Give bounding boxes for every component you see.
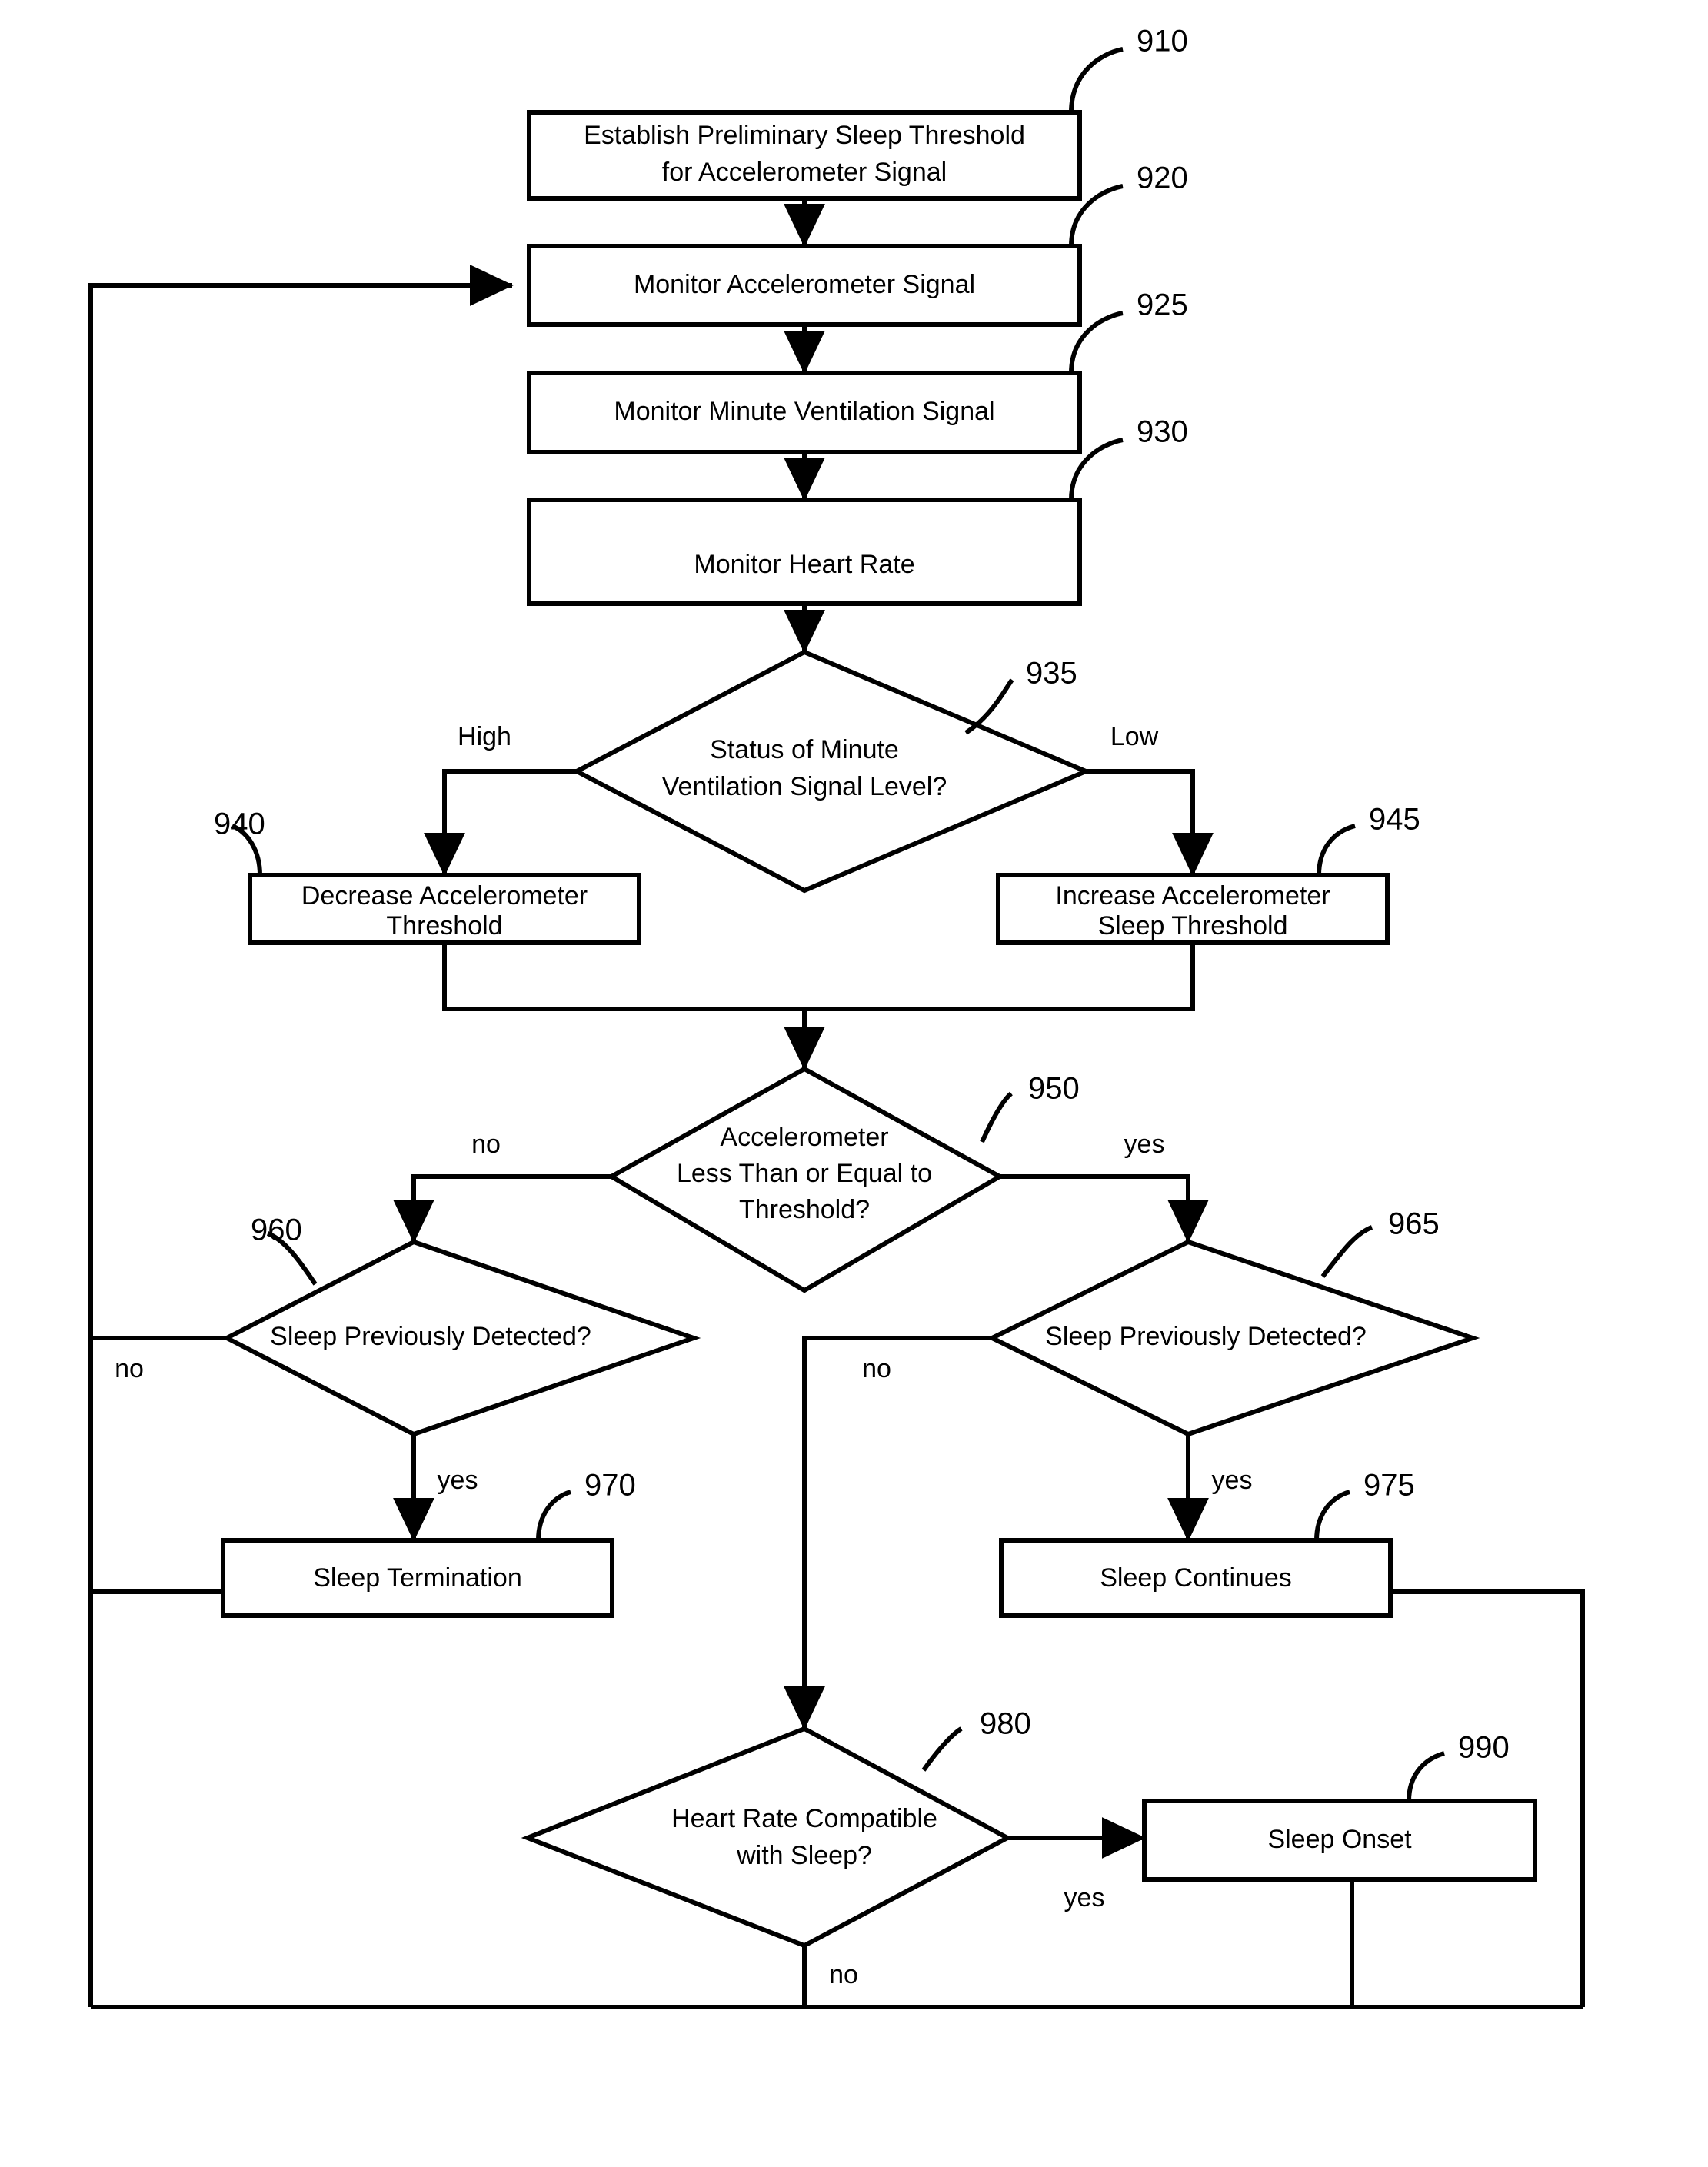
node-910-box[interactable] (527, 110, 1082, 201)
ref-number-935: 935 (1026, 657, 1077, 691)
node-980-label-line1: Heart Rate Compatible (671, 1804, 937, 1833)
node-960-label: Sleep Previously Detected? (270, 1322, 591, 1351)
edge-label-960-no: no (115, 1354, 144, 1383)
leader-960 (266, 1231, 318, 1286)
node-980-label-line2: with Sleep? (736, 1841, 872, 1870)
node-910-label-line1: Establish Preliminary Sleep Threshold (584, 121, 1025, 150)
node-965-label: Sleep Previously Detected? (1045, 1322, 1367, 1351)
node-940-label-line2: Threshold (386, 911, 502, 940)
edge-label-950-no: no (471, 1130, 501, 1159)
node-970[interactable]: Sleep Termination 970 (221, 1469, 636, 1618)
ref-number-990: 990 (1458, 1731, 1510, 1765)
ref-number-965: 965 (1388, 1207, 1440, 1241)
node-940[interactable]: Decrease Accelerometer Threshold 940 (214, 807, 641, 945)
left-return-rail (88, 265, 514, 2007)
node-975-box[interactable] (999, 1538, 1393, 1618)
node-910[interactable]: Establish Preliminary Sleep Threshold fo… (527, 25, 1188, 201)
node-945-label-line2: Sleep Threshold (1098, 911, 1288, 940)
ref-number-925: 925 (1137, 288, 1188, 322)
node-920-box[interactable] (527, 244, 1082, 327)
node-970-label: Sleep Termination (313, 1563, 522, 1593)
ref-number-970: 970 (584, 1469, 636, 1503)
edge-975-right-rail (1390, 1589, 1585, 2007)
ref-number-920: 920 (1137, 161, 1188, 195)
leader-970 (536, 1490, 571, 1541)
edge-label-950-yes: yes (1124, 1130, 1165, 1159)
leader-950 (980, 1091, 1014, 1143)
node-945-box[interactable] (996, 873, 1390, 945)
node-925[interactable]: Monitor Minute Ventilation Signal 925 (527, 288, 1188, 454)
ref-number-910: 910 (1137, 25, 1188, 58)
node-935-label-line1: Status of Minute (710, 735, 899, 764)
ref-number-975: 975 (1363, 1469, 1415, 1503)
node-990-label: Sleep Onset (1267, 1825, 1412, 1854)
edge-label-980-no: no (829, 1960, 858, 1989)
ref-number-980: 980 (980, 1707, 1031, 1741)
node-935-label-line2: Ventilation Signal Level? (662, 772, 947, 801)
node-950-label-line1: Accelerometer (720, 1123, 888, 1152)
leader-980 (921, 1726, 963, 1772)
ref-number-930: 930 (1137, 415, 1188, 449)
edge-935-945-low (1086, 769, 1214, 877)
node-930-label: Monitor Heart Rate (694, 550, 914, 579)
edge-935-940-high (424, 769, 577, 877)
node-965-diamond[interactable] (987, 1239, 1480, 1437)
node-950[interactable]: Accelerometer Less Than or Equal to Thre… (471, 1066, 1165, 1293)
node-970-box[interactable] (221, 1538, 614, 1618)
edge-950-960-no (393, 1174, 611, 1243)
node-910-label-line2: for Accelerometer Signal (662, 158, 947, 187)
edge-945-merge (804, 943, 1195, 1011)
node-930[interactable]: Monitor Heart Rate 930 (527, 415, 1188, 606)
ref-number-940: 940 (214, 807, 265, 841)
node-960-diamond[interactable] (221, 1239, 701, 1437)
node-980-diamond[interactable] (521, 1726, 1013, 1949)
node-935-diamond[interactable] (571, 649, 1092, 894)
edge-label-960-yes: yes (438, 1466, 478, 1495)
leader-990 (1407, 1751, 1445, 1802)
node-950-label-line3: Threshold? (739, 1195, 870, 1224)
leader-925 (1069, 311, 1124, 374)
node-925-label: Monitor Minute Ventilation Signal (614, 397, 994, 426)
leader-945 (1317, 824, 1356, 876)
node-940-label-line1: Decrease Accelerometer (301, 881, 588, 910)
node-920-label: Monitor Accelerometer Signal (634, 270, 975, 299)
edge-950-965-yes (1000, 1174, 1209, 1243)
leader-910 (1069, 47, 1124, 113)
node-925-box[interactable] (527, 371, 1082, 454)
node-980[interactable]: Heart Rate Compatible with Sleep? 980 ye… (521, 1707, 1105, 1989)
node-990[interactable]: Sleep Onset 990 (1142, 1731, 1537, 1882)
edge-label-965-yes: yes (1212, 1466, 1253, 1495)
edge-label-980-yes: yes (1064, 1883, 1105, 1912)
node-930-box[interactable] (527, 498, 1082, 606)
node-935[interactable]: Status of Minute Ventilation Signal Leve… (458, 649, 1159, 894)
connectors (88, 198, 1585, 2009)
edge-label-935-low: Low (1110, 722, 1159, 751)
edge-label-965-no: no (862, 1354, 891, 1383)
leader-965 (1320, 1225, 1373, 1278)
leader-920 (1069, 184, 1124, 247)
node-975[interactable]: Sleep Continues 975 (999, 1469, 1415, 1618)
leader-975 (1314, 1490, 1350, 1541)
node-950-diamond[interactable] (606, 1066, 1005, 1293)
leader-940 (231, 824, 262, 876)
node-990-box[interactable] (1142, 1799, 1537, 1882)
node-975-label: Sleep Continues (1100, 1563, 1292, 1593)
edge-label-935-high: High (458, 722, 511, 751)
edge-940-merge (442, 943, 804, 1011)
node-920[interactable]: Monitor Accelerometer Signal 920 (527, 161, 1188, 327)
node-945[interactable]: Increase Accelerometer Sleep Threshold 9… (996, 803, 1420, 945)
ref-number-945: 945 (1369, 803, 1420, 837)
ref-number-950: 950 (1028, 1072, 1080, 1106)
leader-930 (1069, 438, 1124, 501)
node-945-label-line1: Increase Accelerometer (1055, 881, 1330, 910)
leader-935 (964, 678, 1014, 735)
edge-965-no-to-980 (784, 1336, 992, 1730)
node-950-label-line2: Less Than or Equal to (677, 1159, 932, 1188)
node-940-box[interactable] (248, 873, 641, 945)
ref-number-960: 960 (251, 1213, 302, 1247)
node-965[interactable]: Sleep Previously Detected? 965 no yes (862, 1207, 1480, 1495)
node-960[interactable]: Sleep Previously Detected? 960 no yes (115, 1213, 701, 1495)
